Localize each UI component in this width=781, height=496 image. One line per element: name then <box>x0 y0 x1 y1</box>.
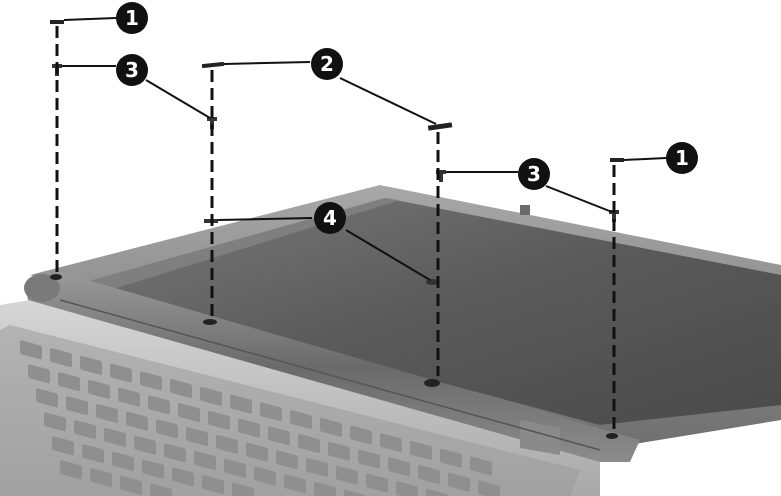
svg-text:3: 3 <box>125 58 139 82</box>
keyboard-key <box>224 458 246 478</box>
keyboard-key <box>120 475 142 495</box>
keyboard-key <box>388 457 410 477</box>
keyboard-key <box>178 403 200 423</box>
rubber-cover-2-right <box>427 122 453 131</box>
keyboard-key <box>358 449 380 469</box>
rubber-cover-1-right <box>610 158 624 162</box>
keyboard-key <box>268 426 290 446</box>
keyboard-key <box>254 466 276 486</box>
display-latch <box>520 205 530 215</box>
keyboard-key <box>232 482 254 496</box>
keyboard-key <box>470 456 492 476</box>
keyboard-key <box>290 410 312 430</box>
rubber-cover-1-left <box>50 20 64 24</box>
keyboard-keys <box>20 340 500 496</box>
keyboard-key <box>150 483 172 496</box>
keyboard-key <box>276 450 298 470</box>
leader-lines <box>62 17 667 281</box>
keyboard-key <box>66 396 88 416</box>
keyboard-key <box>336 465 358 485</box>
keyboard-key <box>366 473 388 493</box>
keyboard-key <box>320 417 342 437</box>
keyboard-key <box>328 441 350 461</box>
keyboard-key <box>140 371 162 391</box>
keyboard-key <box>142 459 164 479</box>
keyboard-key <box>104 427 126 447</box>
keyboard-key <box>194 451 216 471</box>
callout-1-left: 1 <box>116 2 148 34</box>
keyboard-key <box>314 482 336 496</box>
keyboard-key <box>156 419 178 439</box>
keyboard-key <box>74 420 96 440</box>
keyboard-key <box>238 418 260 438</box>
keyboard-key <box>112 451 134 471</box>
keyboard-key <box>170 379 192 399</box>
keyboard-key <box>96 403 118 423</box>
keyboard-key <box>118 387 140 407</box>
keyboard-key <box>344 489 366 496</box>
keyboard-key <box>380 433 402 453</box>
svg-text:3: 3 <box>527 162 541 186</box>
keyboard-key <box>110 363 132 383</box>
keyboard-key <box>306 458 328 478</box>
keyboard-key <box>284 474 306 494</box>
keyboard-key <box>186 427 208 447</box>
keyboard-key <box>58 372 80 392</box>
svg-text:2: 2 <box>320 52 334 76</box>
keyboard-key <box>246 442 268 462</box>
svg-text:1: 1 <box>675 146 689 170</box>
keyboard-key <box>350 425 372 445</box>
keyboard-key <box>298 434 320 454</box>
keyboard-key <box>20 340 42 360</box>
keyboard-key <box>478 480 500 496</box>
keyboard-key <box>396 481 418 496</box>
callout-2: 2 <box>311 48 343 80</box>
screw-3-mid-right <box>436 170 446 182</box>
hinge-cover <box>24 272 640 462</box>
keyboard-key <box>202 475 224 495</box>
left-hinge <box>24 274 60 302</box>
parts <box>50 20 624 223</box>
keyboard-key <box>28 364 50 384</box>
keyboard-key <box>36 388 58 408</box>
keyboard-key <box>426 488 448 496</box>
keyboard-key <box>230 394 252 414</box>
keyboard-key <box>208 410 230 430</box>
callout-1-right: 1 <box>666 142 698 174</box>
keyboard-key <box>50 348 72 368</box>
rubber-cover-2-left <box>201 61 225 69</box>
keyboard-key <box>80 355 102 375</box>
keyboard-key <box>44 412 66 432</box>
callout-3-right: 3 <box>518 158 550 190</box>
keyboard-key <box>172 467 194 487</box>
keyboard-key <box>216 434 238 454</box>
keyboard-key <box>440 448 462 468</box>
callout-4: 4 <box>314 202 346 234</box>
assembly-lines <box>55 26 616 430</box>
keyboard-key <box>52 436 74 456</box>
keyboard-key <box>418 465 440 484</box>
keyboard-key <box>148 395 170 415</box>
keyboard-key <box>164 443 186 463</box>
keyboard-key <box>126 411 148 431</box>
keyboard-key <box>90 468 112 488</box>
keyboard-key <box>60 460 82 480</box>
svg-text:1: 1 <box>125 6 139 30</box>
callout-3-left: 3 <box>116 54 148 86</box>
keyboard-key <box>134 435 156 455</box>
keyboard-key <box>200 386 222 406</box>
screw-holes <box>50 274 618 439</box>
keyboard-key <box>260 402 282 422</box>
keyboard-key <box>82 444 104 464</box>
keyboard-key <box>410 441 432 460</box>
keyboard-key <box>448 472 470 492</box>
right-hinge <box>520 420 560 455</box>
svg-text:4: 4 <box>323 206 337 230</box>
keyboard-key <box>88 379 110 399</box>
